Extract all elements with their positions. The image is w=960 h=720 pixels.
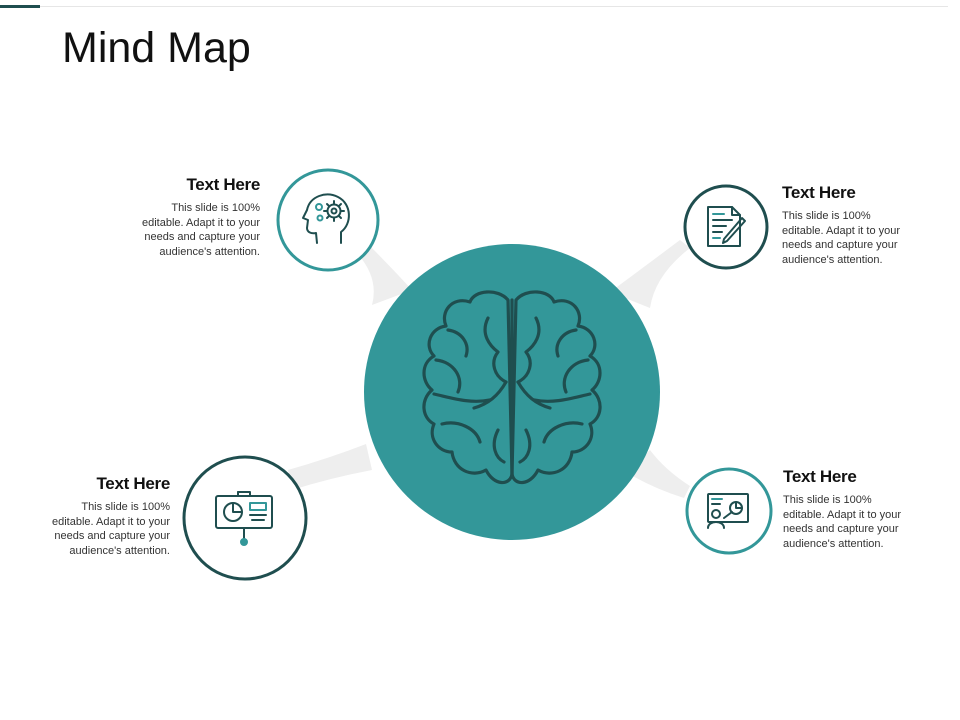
node-body: This slide is 100% editable. Adapt it to… <box>141 202 260 258</box>
node-heading: Text Here <box>186 175 260 194</box>
node-body: This slide is 100% editable. Adapt it to… <box>783 494 902 550</box>
presenter-icon <box>707 493 749 529</box>
presentation-board-icon <box>215 491 273 546</box>
node-circle-bottom-left <box>182 455 308 581</box>
node-circle-top-left <box>276 168 380 272</box>
connector-top-right <box>610 240 690 308</box>
node-body: This slide is 100% editable. Adapt it to… <box>782 210 901 266</box>
node-heading: Text Here <box>783 467 857 486</box>
node-heading: Text Here <box>96 474 170 493</box>
node-body: This slide is 100% editable. Adapt it to… <box>51 501 170 557</box>
slide-title: Mind Map <box>62 24 251 72</box>
node-text-bottom-right: Text Here This slide is 100% editable. A… <box>783 467 933 551</box>
node-text-top-left: Text Here This slide is 100% editable. A… <box>110 175 260 259</box>
top-accent-bar <box>0 5 40 8</box>
top-divider <box>0 6 948 7</box>
node-heading: Text Here <box>782 183 856 202</box>
brain-icon <box>422 290 602 485</box>
connector-bottom-left <box>288 444 372 490</box>
connectors <box>288 240 690 498</box>
connector-top-left <box>352 240 412 305</box>
node-text-top-right: Text Here This slide is 100% editable. A… <box>782 183 932 267</box>
node-circle-bottom-right <box>685 467 773 555</box>
head-gears-icon <box>302 193 350 244</box>
document-pencil-icon <box>707 206 746 247</box>
node-text-bottom-left: Text Here This slide is 100% editable. A… <box>20 474 170 558</box>
